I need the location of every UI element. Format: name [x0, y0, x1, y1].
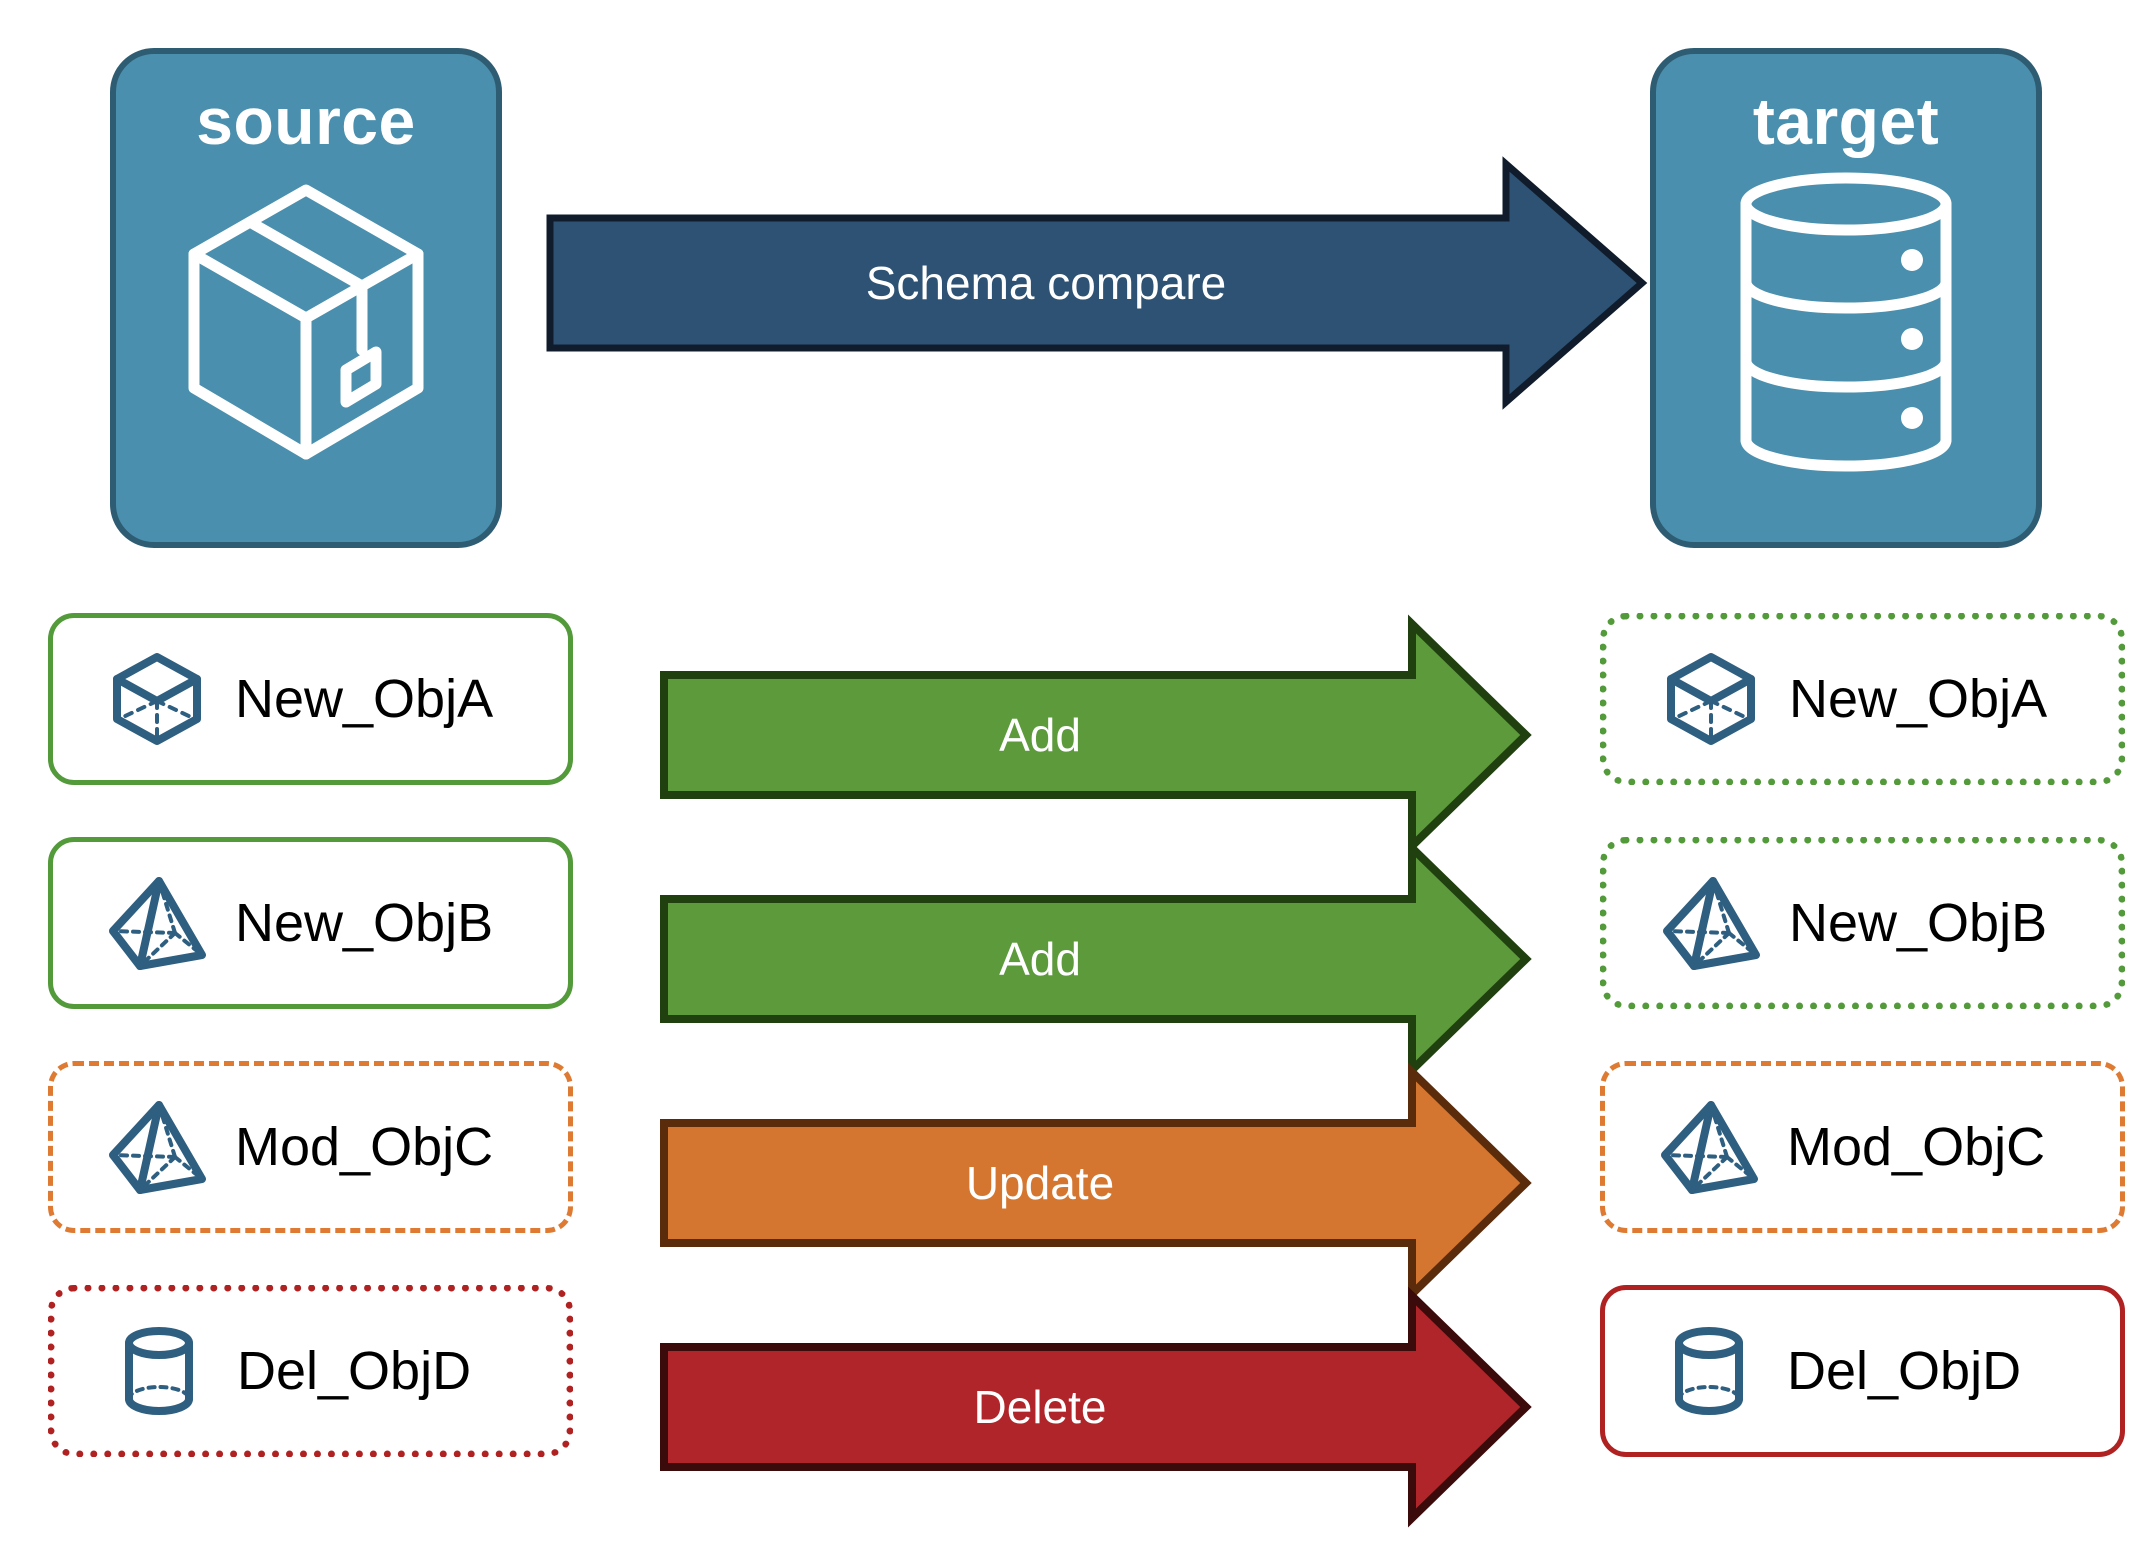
- source-panel[interactable]: source: [110, 48, 502, 548]
- source-object-box-del-objd[interactable]: Del_ObjD: [48, 1285, 573, 1457]
- source-panel-title: source: [196, 84, 416, 158]
- object-label: New_ObjA: [1789, 669, 2048, 729]
- database-cylinder-icon: [1726, 172, 1966, 472]
- source-object-box-new-objb[interactable]: New_ObjB: [48, 837, 573, 1009]
- add-arrow-row-a[interactable]: [660, 614, 1532, 856]
- object-label: New_ObjB: [235, 893, 494, 953]
- source-object-box-mod-objc[interactable]: Mod_ObjC: [48, 1061, 573, 1233]
- object-label: Del_ObjD: [1787, 1341, 2022, 1401]
- wireframe-pyramid-icon: [1659, 871, 1763, 975]
- target-panel[interactable]: target: [1650, 48, 2042, 548]
- update-arrow-row-c[interactable]: [660, 1062, 1532, 1304]
- target-object-box-new-obja[interactable]: New_ObjA: [1600, 613, 2125, 785]
- wireframe-pyramid-icon: [1657, 1095, 1761, 1199]
- object-label: Mod_ObjC: [1787, 1117, 2046, 1177]
- schema-compare-arrow[interactable]: [546, 156, 1648, 410]
- wireframe-cylinder-icon: [1657, 1319, 1761, 1423]
- wireframe-pyramid-icon: [105, 1095, 209, 1199]
- object-label: Mod_ObjC: [235, 1117, 494, 1177]
- add-arrow-row-b[interactable]: [660, 838, 1532, 1080]
- wireframe-cube-icon: [1659, 647, 1763, 751]
- object-label: New_ObjA: [235, 669, 494, 729]
- source-object-box-new-obja[interactable]: New_ObjA: [48, 613, 573, 785]
- target-object-box-del-objd[interactable]: Del_ObjD: [1600, 1285, 2125, 1457]
- package-box-icon: [176, 172, 436, 472]
- object-label: Del_ObjD: [237, 1341, 472, 1401]
- target-panel-title: target: [1752, 84, 1940, 158]
- target-object-box-new-objb[interactable]: New_ObjB: [1600, 837, 2125, 1009]
- delete-arrow-row-d[interactable]: [660, 1286, 1532, 1528]
- wireframe-cylinder-icon: [107, 1319, 211, 1423]
- object-label: New_ObjB: [1789, 893, 2048, 953]
- wireframe-pyramid-icon: [105, 871, 209, 975]
- target-object-box-mod-objc[interactable]: Mod_ObjC: [1600, 1061, 2125, 1233]
- wireframe-cube-icon: [105, 647, 209, 751]
